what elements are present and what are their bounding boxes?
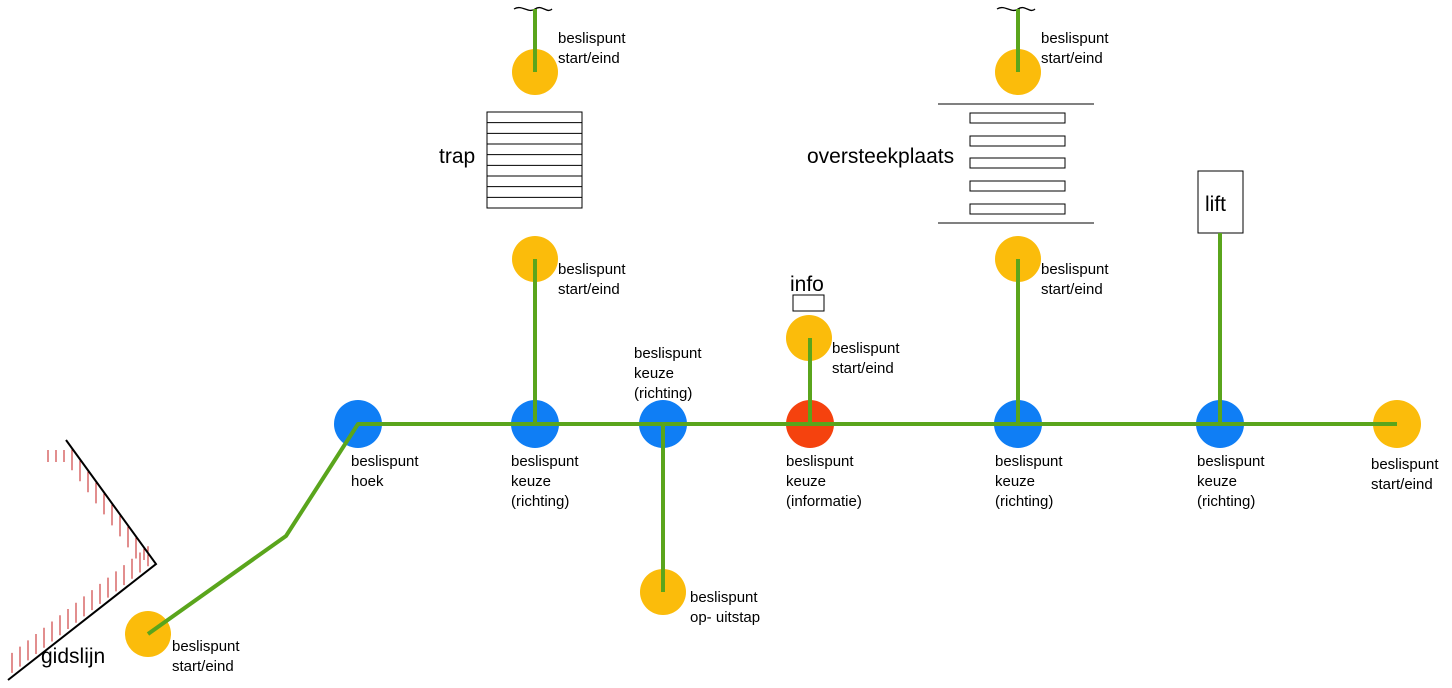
crosswalk-stripe <box>969 157 1066 169</box>
crosswalk-stripe <box>969 135 1066 147</box>
stairs-label: trap <box>439 145 475 168</box>
info-label: info <box>790 273 824 296</box>
decision-point-label-info-node: beslispunt start/eind <box>832 340 900 377</box>
label-line: beslispunt <box>511 453 579 470</box>
info-box <box>792 294 825 312</box>
label-line: hoek <box>351 473 384 490</box>
decision-point-label-keuze-2: beslispunt keuze (richting) <box>634 345 702 402</box>
decision-point-label-oversteek-bottom: beslispunt start/eind <box>1041 261 1109 298</box>
guide-line-hatch <box>11 448 149 673</box>
lift-label: lift <box>1205 193 1226 216</box>
crosswalk-stripe <box>969 203 1066 215</box>
label-line: start/eind <box>1371 476 1433 493</box>
decision-point-label-hoek: beslispunt hoek <box>351 453 419 490</box>
label-line: start/eind <box>558 281 620 298</box>
label-line: beslispunt <box>1371 456 1439 473</box>
label-line: keuze <box>995 473 1035 490</box>
label-line: keuze <box>786 473 826 490</box>
label-line: (richting) <box>634 385 692 402</box>
label-line: beslispunt <box>995 453 1063 470</box>
label-line: start/eind <box>1041 50 1103 67</box>
label-line: beslispunt <box>634 345 702 362</box>
label-line: keuze <box>511 473 551 490</box>
guide-line-wedge <box>7 439 158 681</box>
stairs-symbol <box>486 111 583 209</box>
label-line: start/eind <box>558 50 620 67</box>
decision-point-label-uitstap: beslispunt op- uitstap <box>690 589 760 626</box>
decision-point-label-trap-bottom: beslispunt start/eind <box>558 261 626 298</box>
label-line: beslispunt <box>172 638 240 655</box>
crosswalk-label: oversteekplaats <box>807 145 954 168</box>
label-line: beslispunt <box>351 453 419 470</box>
label-line: beslispunt <box>1197 453 1265 470</box>
label-line: op- uitstap <box>690 609 760 626</box>
decision-point-label-trap-top: beslispunt start/eind <box>558 30 626 67</box>
label-line: (richting) <box>1197 493 1255 510</box>
guide-line-label: gidslijn <box>41 645 105 668</box>
label-line: beslispunt <box>558 30 626 47</box>
crosswalk-stripe <box>969 112 1066 124</box>
label-line: (richting) <box>995 493 1053 510</box>
label-line: start/eind <box>172 658 234 675</box>
crosswalk-stripe <box>969 180 1066 192</box>
label-line: (informatie) <box>786 493 862 510</box>
label-line: keuze <box>634 365 674 382</box>
label-line: start/eind <box>832 360 894 377</box>
lift-box <box>1197 170 1244 234</box>
label-line: start/eind <box>1041 281 1103 298</box>
label-line: beslispunt <box>690 589 758 606</box>
decision-point-label-start-left: beslispunt start/eind <box>172 638 240 675</box>
route-lines <box>146 9 1397 636</box>
decision-point-labels: beslispunt start/eind beslispunt start/eind… <box>172 30 1439 675</box>
crosswalk-symbol <box>938 103 1094 224</box>
decision-point-label-keuze-4: beslispunt keuze (richting) <box>1197 453 1265 510</box>
label-line: beslispunt <box>832 340 900 357</box>
main-route <box>146 422 1397 636</box>
label-line: beslispunt <box>558 261 626 278</box>
decision-point-label-end-right: beslispunt start/eind <box>1371 456 1439 493</box>
decision-point-label-keuze-1: beslispunt keuze (richting) <box>511 453 579 510</box>
decision-point-label-keuze-3: beslispunt keuze (richting) <box>995 453 1063 510</box>
decision-point-label-informatie: beslispunt keuze (informatie) <box>786 453 862 510</box>
label-line: keuze <box>1197 473 1237 490</box>
label-line: beslispunt <box>1041 30 1109 47</box>
label-line: beslispunt <box>786 453 854 470</box>
decision-point-label-oversteek-top: beslispunt start/eind <box>1041 30 1109 67</box>
decision-points <box>125 49 1421 657</box>
label-line: beslispunt <box>1041 261 1109 278</box>
label-line: (richting) <box>511 493 569 510</box>
